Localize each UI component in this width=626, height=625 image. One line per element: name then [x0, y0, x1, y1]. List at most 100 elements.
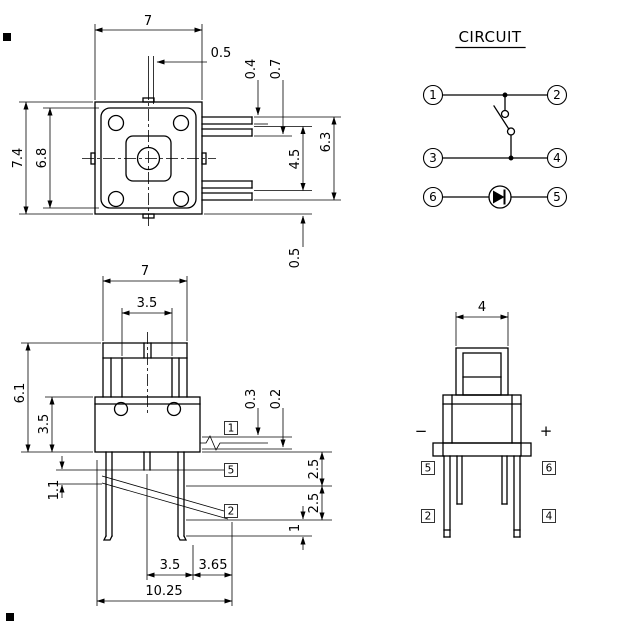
led-triangle	[493, 190, 505, 204]
circuit-diagram: CIRCUIT 1 2	[422, 28, 568, 209]
dim-lead-span: 6.3	[319, 132, 334, 153]
switch-arm	[493, 105, 510, 130]
dim-cap-width: 7	[141, 264, 149, 279]
pin-number: 6	[429, 190, 437, 204]
dim-step-b: 0.2	[269, 389, 284, 410]
body-outline	[442, 394, 522, 444]
dim-pin-seg-b: 2.5	[307, 493, 322, 514]
ref-number: 2	[425, 511, 432, 523]
corner-post	[172, 190, 190, 208]
circuit-pin-4: 4	[546, 147, 568, 169]
switch-contact-top	[500, 109, 510, 119]
body-post	[113, 401, 129, 417]
cap-inner	[462, 352, 502, 396]
pin-number: 4	[553, 151, 561, 165]
ref-number: 2	[228, 506, 235, 518]
artifact-mark	[3, 33, 11, 41]
dim-pin-tip: 1	[288, 524, 303, 532]
ref-box	[421, 461, 435, 475]
ref-box-5: 5	[224, 463, 238, 477]
side-view: 4 − + 5 6 2 4	[415, 300, 556, 538]
dim-step-a: 0.3	[244, 389, 259, 410]
dim-lead-pitch: 0.7	[269, 59, 284, 80]
artifact-mark	[6, 613, 14, 621]
pin-number: 1	[429, 88, 437, 102]
corner-post	[107, 114, 125, 132]
circuit-pin-1: 1	[422, 84, 444, 106]
dim-lead-row-pitch: 4.5	[288, 149, 303, 170]
top-view-body	[90, 97, 253, 219]
dim-height: 6.1	[13, 383, 28, 404]
ref-box-5-side: 5	[421, 461, 435, 475]
top-view: 7 0.5 7.4 6.8 0.4 0.7	[11, 14, 341, 268]
ref-box	[224, 504, 238, 518]
dim-lead-bend: 1.1	[47, 480, 62, 501]
circuit-pin-2: 2	[546, 84, 568, 106]
ref-box-4-side: 4	[542, 509, 556, 523]
pin-circle	[422, 147, 444, 169]
circuit-wires	[441, 92, 549, 209]
pin-number: 5	[553, 190, 561, 204]
dim-height-inner: 6.8	[35, 148, 50, 169]
ref-box	[542, 461, 556, 475]
front-view: 7 3.5 6.1 3.5 1.1 0.3	[13, 264, 332, 606]
front-view-dimensions: 7 3.5 6.1 3.5 1.1 0.3	[13, 264, 332, 606]
circuit-pin-6: 6	[422, 186, 444, 208]
ref-number: 6	[546, 463, 553, 475]
base-outline	[432, 442, 532, 457]
pin-circle	[422, 186, 444, 208]
ref-number: 5	[425, 463, 432, 475]
top-view-center-lines	[82, 88, 216, 229]
lead-right-foot	[177, 535, 188, 541]
dim-pin-seg-a: 2.5	[307, 459, 322, 480]
circuit-pin-3: 3	[422, 147, 444, 169]
ref-box	[421, 509, 435, 523]
dim-stem-width: 3.5	[137, 296, 158, 311]
dim-lead-thickness: 0.4	[244, 59, 259, 80]
circuit-pin-5: 5	[546, 186, 568, 208]
pin-circle	[422, 84, 444, 106]
dim-lead-offset: 0.5	[288, 248, 303, 269]
dim-body-height: 3.5	[37, 414, 52, 435]
ref-number: 5	[228, 465, 235, 477]
pin-circle	[546, 147, 568, 169]
ref-box-2: 2	[224, 504, 238, 518]
front-view-body	[94, 342, 246, 541]
dim-bottom-a: 3.5	[160, 558, 181, 573]
ref-box	[224, 463, 238, 477]
polarity-plus-label: +	[540, 422, 553, 440]
ref-box-1: 1	[224, 421, 238, 435]
ref-number: 1	[228, 423, 235, 435]
bent-lead-line	[101, 475, 225, 512]
pin-number: 3	[429, 151, 437, 165]
dim-top-width: 7	[144, 14, 152, 29]
pin-circle	[546, 84, 568, 106]
corner-post	[107, 190, 125, 208]
side-view-body	[432, 347, 532, 538]
cap-outline	[455, 347, 509, 396]
polarity-minus-label: −	[415, 422, 428, 440]
ref-box-6-side: 6	[542, 461, 556, 475]
ref-box	[224, 421, 238, 435]
body-post	[166, 401, 182, 417]
pin-number: 2	[553, 88, 561, 102]
dim-stem-offset: 0.5	[211, 46, 232, 61]
dim-height-outer: 7.4	[11, 148, 26, 169]
ref-number: 4	[546, 511, 553, 523]
ref-box	[542, 509, 556, 523]
dim-bottom-total: 10.25	[145, 584, 182, 599]
break-line	[200, 435, 246, 451]
top-view-dimensions: 7 0.5 7.4 6.8 0.4 0.7	[11, 14, 341, 268]
corner-post	[172, 114, 190, 132]
bent-lead-line	[101, 482, 229, 520]
artifact-marks	[3, 33, 14, 621]
junction-dot	[508, 155, 514, 161]
ref-box-2-side: 2	[421, 509, 435, 523]
pin-circle	[546, 186, 568, 208]
junction-dot	[502, 92, 508, 98]
side-view-dimensions: 4	[455, 300, 509, 346]
lead-left-foot	[102, 535, 113, 541]
dim-cap-width: 4	[478, 300, 486, 315]
